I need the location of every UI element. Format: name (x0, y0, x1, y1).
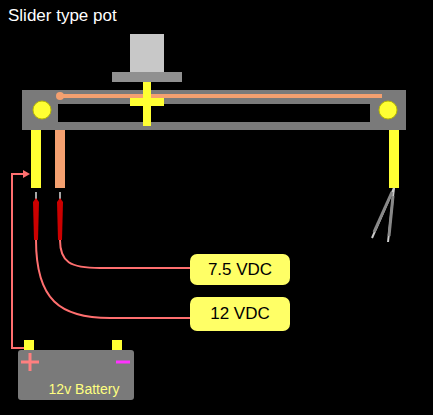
end-terminal (389, 130, 399, 188)
wiper-terminal (55, 130, 65, 188)
end-terminal (31, 130, 41, 188)
polarity-symbols (18, 350, 134, 380)
pot-slot (58, 104, 370, 122)
node-text: 12v Battery (49, 381, 120, 397)
mount-hole (379, 101, 397, 119)
red-probe (57, 192, 63, 240)
pot-body (22, 90, 406, 130)
grey-probe (372, 188, 394, 242)
meter-wire (36, 240, 190, 318)
red-probe (33, 192, 39, 240)
voltage-label: 12 VDC (190, 297, 290, 331)
resistive-track (60, 94, 382, 98)
battery-box: 12v Battery (18, 350, 134, 400)
wiper-contact (130, 98, 164, 106)
node-text: 7.5 VDC (208, 260, 272, 280)
battery-wire (12, 174, 26, 348)
title: Slider type pot (8, 6, 117, 26)
wire-arrowhead (23, 170, 30, 178)
node-text: 12 VDC (210, 304, 270, 324)
knob-plate (112, 72, 182, 82)
voltage-label: 7.5 VDC (190, 254, 290, 285)
mount-hole (33, 101, 51, 119)
meter-wire (60, 240, 190, 268)
track-end (56, 92, 64, 100)
slider-knob (130, 34, 164, 72)
